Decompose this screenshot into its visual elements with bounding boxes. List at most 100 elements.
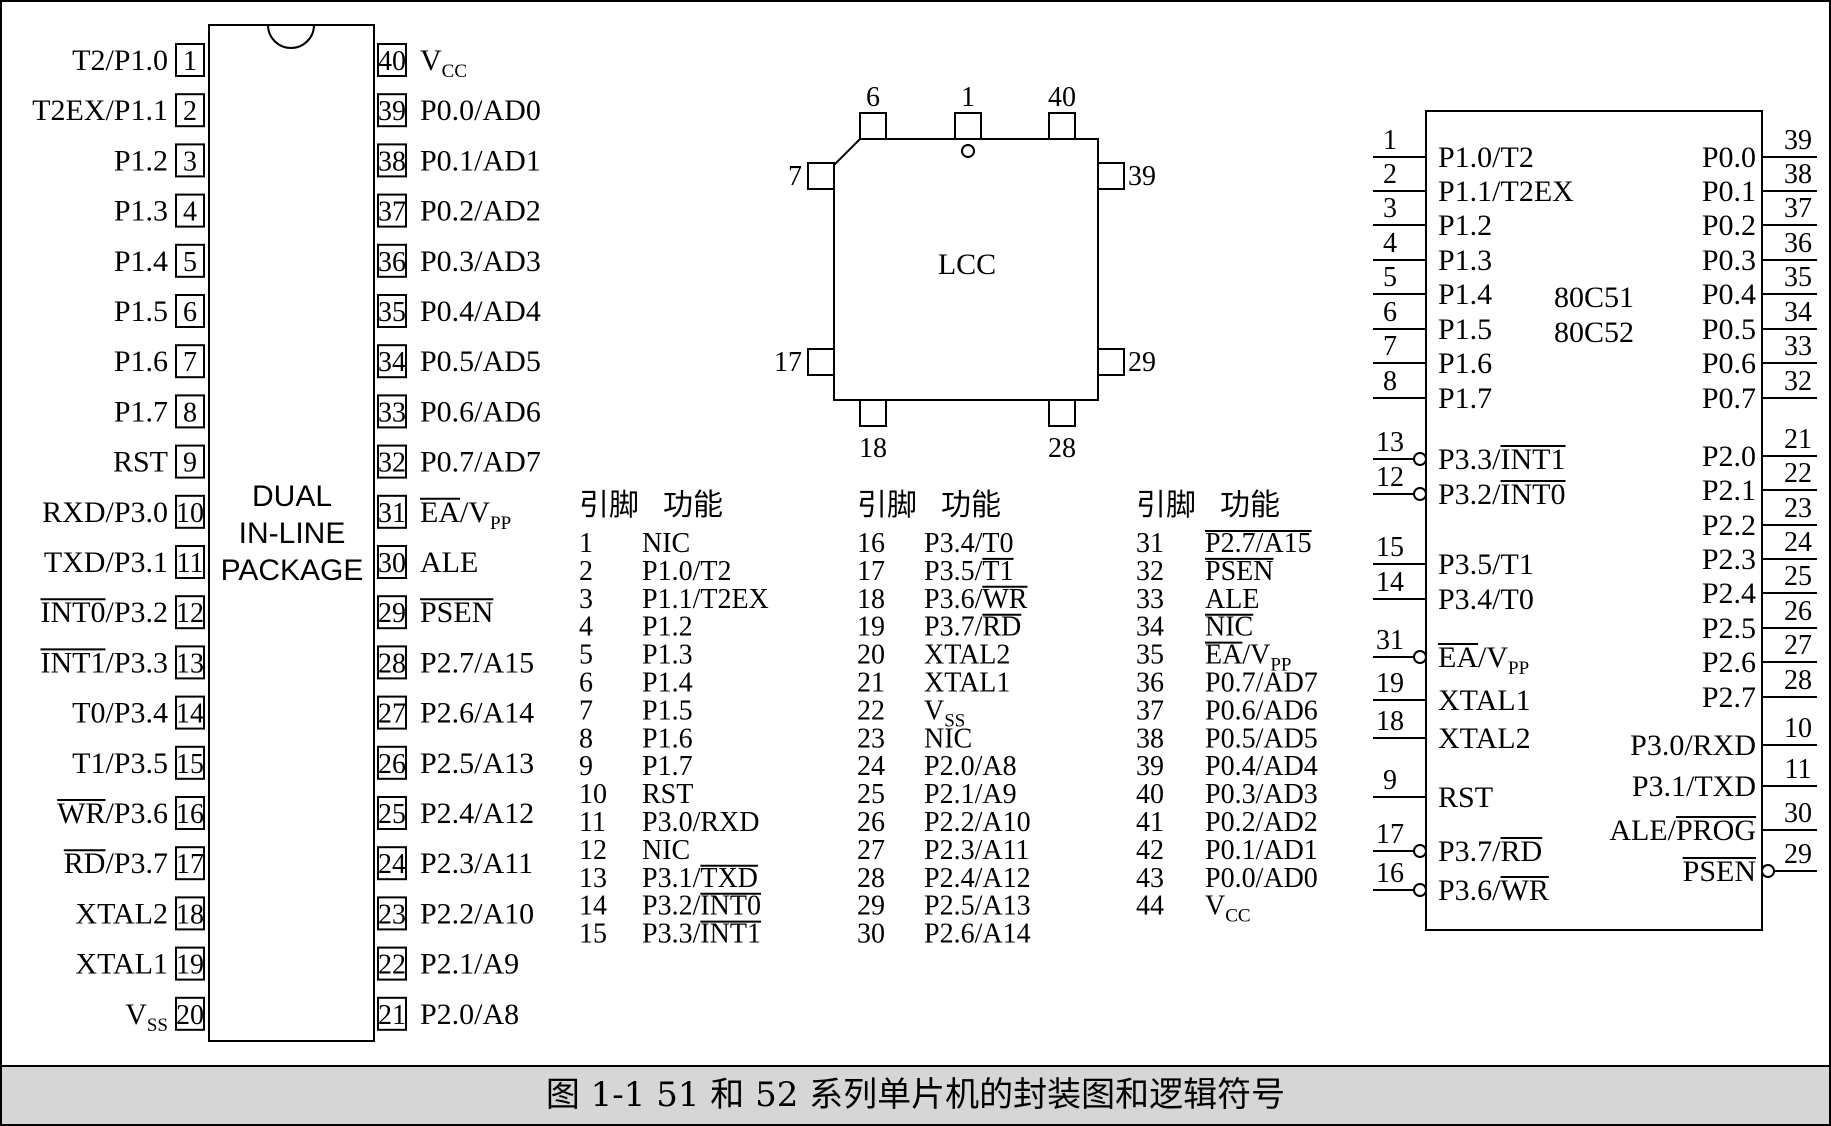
lcc-pin-number: 18 (859, 433, 887, 464)
dip-pin-label: P0.5/AD5 (420, 345, 541, 378)
dip-pin-number: 7 (183, 347, 197, 378)
lcc-pin-number: 28 (1048, 433, 1076, 464)
logic-pin-label: P0.4 (1702, 278, 1756, 311)
dip-pin-box (377, 896, 407, 931)
dip-pin-box (377, 946, 407, 981)
dip-pin-box (175, 444, 205, 479)
lcc-pin-pad (1048, 399, 1076, 427)
table-pin-number: 39 (1136, 751, 1164, 782)
dip-pin-label: P0.2/AD2 (420, 195, 541, 228)
logic-pin-number: 18 (1376, 706, 1404, 737)
table-pin-number: 32 (1136, 556, 1164, 587)
table-pin-number: 13 (579, 863, 607, 894)
dip-pin-box (175, 43, 205, 77)
logic-pin-number: 37 (1784, 193, 1812, 224)
table-pin-function: NIC (924, 723, 972, 754)
logic-pin-number: 31 (1376, 625, 1404, 656)
lcc-title: LCC (938, 248, 996, 281)
logic-pin-number: 32 (1784, 366, 1812, 397)
dip-pin-label: P2.5/A13 (420, 747, 534, 780)
dip-pin-label: WR/P3.6 (57, 797, 168, 830)
table-pin-function: P2.1/A9 (924, 779, 1017, 810)
table-pin-number: 22 (857, 695, 885, 726)
dip-pin-label: ALE (420, 546, 478, 579)
dip-pin-number: 26 (378, 749, 406, 780)
table-pin-function: P1.5 (642, 695, 693, 726)
dip-pin-number: 21 (378, 1000, 406, 1031)
logic-pin-label: P0.1 (1702, 175, 1756, 208)
logic-pin-number: 9 (1383, 765, 1397, 796)
logic-pin-number: 1 (1383, 125, 1397, 156)
table-pin-function: ALE (1205, 584, 1259, 615)
table-pin-function: P2.7/A15 (1205, 528, 1312, 559)
table-pin-function: P3.0/RXD (642, 807, 759, 838)
table-pin-function: P2.4/A12 (924, 863, 1031, 894)
logic-pin-number: 21 (1784, 424, 1812, 455)
dip-pin-box (377, 996, 407, 1031)
lcc-pin-number: 40 (1048, 82, 1076, 113)
dip-pin-number: 4 (183, 197, 197, 228)
table-header-function: 功能 (1220, 488, 1280, 523)
logic-pin-number: 26 (1784, 596, 1812, 627)
dip-pin-label: T0/P3.4 (72, 697, 168, 730)
table-pin-function: P2.5/A13 (924, 891, 1031, 922)
table-pin-function: VCC (1205, 891, 1251, 927)
logic-pin-number: 6 (1383, 297, 1397, 328)
table-pin-number: 15 (579, 919, 607, 950)
lcc-pin-pad (1097, 162, 1125, 190)
logic-pin-number: 19 (1376, 668, 1404, 699)
table-pin-function: P3.7/RD (924, 612, 1021, 643)
logic-pin-number: 12 (1376, 462, 1404, 493)
dip-pin-label: P2.1/A9 (420, 948, 519, 981)
table-pin-number: 33 (1136, 584, 1164, 615)
dip-pin-label: P2.0/A8 (420, 998, 519, 1031)
table-pin-number: 11 (579, 807, 606, 838)
dip-pin-label: XTAL2 (75, 897, 168, 930)
dip-pin-label: VCC (420, 44, 467, 82)
dip-pin-number: 27 (378, 699, 406, 730)
table-pin-number: 8 (579, 723, 593, 754)
dip-pin-box (377, 545, 407, 579)
dip-pin-box (377, 846, 407, 881)
table-pin-function: P1.7 (642, 751, 693, 782)
dip-pin-number: 17 (176, 849, 204, 880)
dip-pin-label: RXD/P3.0 (42, 496, 168, 529)
dip-pin-box (175, 645, 205, 680)
package-diagrams: DUALIN-LINEPACKAGE1T2/P1.02T2EX/P1.13P1.… (32, 24, 1817, 1042)
table-pin-function: P0.2/AD2 (1205, 807, 1318, 838)
dip-pin-number: 8 (183, 397, 197, 428)
logic-pin-label: P1.0/T2 (1438, 141, 1534, 174)
dip-pin-box (175, 494, 205, 529)
table-pin-function: NIC (642, 528, 690, 559)
dip-pin-label: P1.3 (114, 195, 168, 228)
dip-pin-number: 5 (183, 247, 197, 278)
table-header-pin: 引脚 (579, 488, 639, 523)
dip-pin-box (175, 193, 205, 228)
logic-pin-label: P1.4 (1438, 278, 1492, 311)
table-pin-function: P0.3/AD3 (1205, 779, 1318, 810)
dip-pin-box (175, 143, 205, 178)
logic-pin-label: P1.5 (1438, 313, 1492, 346)
table-pin-function: P3.6/WR (924, 584, 1028, 615)
dip-pin-label: P0.0/AD0 (420, 94, 541, 127)
dip-pin-label: T1/P3.5 (72, 747, 168, 780)
logic-pin-label: P1.6 (1438, 347, 1492, 380)
table-pin-number: 40 (1136, 779, 1164, 810)
dip-pin-label: P2.4/A12 (420, 797, 534, 830)
dip-pin-box (175, 695, 205, 730)
table-pin-number: 9 (579, 751, 593, 782)
dip-pin-number: 3 (183, 146, 197, 177)
dip-pin-label: P1.7 (114, 395, 168, 428)
dip-pin-label: P1.5 (114, 295, 168, 328)
dip-pin-label: P2.7/A15 (420, 646, 534, 679)
logic-pin-number: 39 (1784, 125, 1812, 156)
logic-pin-label: XTAL1 (1438, 684, 1531, 717)
dip-pin-label: P0.3/AD3 (420, 245, 541, 278)
logic-inversion-bubble (1413, 650, 1427, 664)
lcc-pin-number: 39 (1128, 161, 1156, 192)
logic-pin-number: 22 (1784, 458, 1812, 489)
table-pin-function: P0.5/AD5 (1205, 723, 1318, 754)
dip-pin-box (175, 846, 205, 881)
dip-pin-box (175, 545, 205, 579)
